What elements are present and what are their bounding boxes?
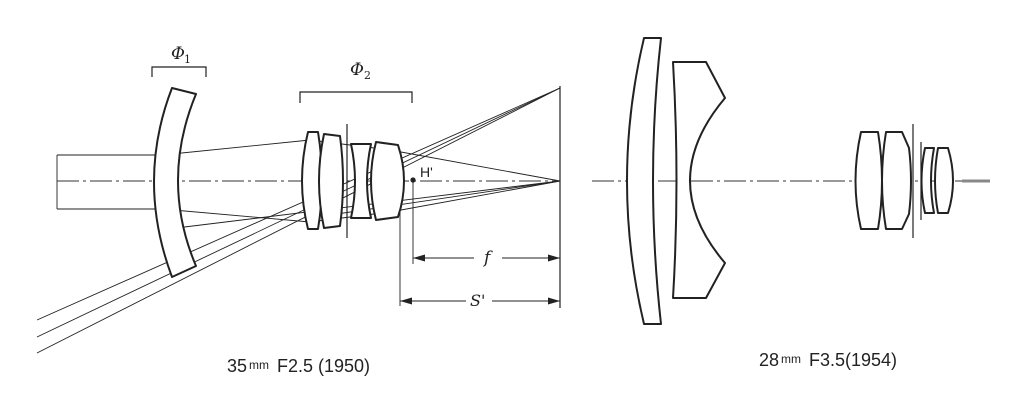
rear-element-3 xyxy=(350,143,372,219)
principal-point-label: H' xyxy=(420,164,433,180)
caption-35mm-focal: 35 xyxy=(227,356,247,376)
rear28-element-4 xyxy=(934,147,954,214)
caption-35mm: 35 mm F2.5 (1950) xyxy=(227,356,370,376)
group1-subscript: 1 xyxy=(184,53,191,66)
group2-subscript: 2 xyxy=(364,69,371,82)
back-focus-label: S' xyxy=(470,291,485,310)
caption-35mm-rest: F2.5 (1950) xyxy=(277,356,370,376)
group2-bracket xyxy=(299,91,413,103)
rear-lens-group-28mm xyxy=(854,131,954,230)
caption-35mm-unit: mm xyxy=(249,358,269,372)
axial-ray-bundle xyxy=(56,139,561,223)
caption-28mm-unit: mm xyxy=(781,352,801,366)
focal-length-dimension xyxy=(413,254,560,262)
diagram-28mm-f3-5: 28 mm F3.5(1954) xyxy=(592,37,990,370)
caption-28mm-rest: F3.5(1954) xyxy=(809,350,897,370)
rear28-element-3 xyxy=(920,147,935,214)
focal-length-label: f xyxy=(482,248,493,268)
rear-element-2 xyxy=(318,133,344,229)
oblique-ray-bundles xyxy=(36,87,561,354)
rear-lens-group xyxy=(301,131,405,230)
group1-bracket xyxy=(151,66,207,77)
caption-28mm: 28 mm F3.5(1954) xyxy=(759,350,897,370)
front-meniscus-lens xyxy=(153,87,197,278)
caption-28mm-focal: 28 xyxy=(759,350,779,370)
back-focus-dimension xyxy=(400,297,560,305)
group2-label: Φ xyxy=(350,60,364,80)
rear-element-4 xyxy=(370,141,405,221)
group1-label: Φ xyxy=(171,44,185,64)
second-meniscus-lens xyxy=(672,61,726,299)
large-front-meniscus-lens xyxy=(626,37,662,325)
rear28-element-2 xyxy=(881,131,912,230)
rear28-element-1 xyxy=(854,131,883,230)
diagram-35mm-f2-5: Φ 1 Φ 2 H' f xyxy=(36,44,561,376)
